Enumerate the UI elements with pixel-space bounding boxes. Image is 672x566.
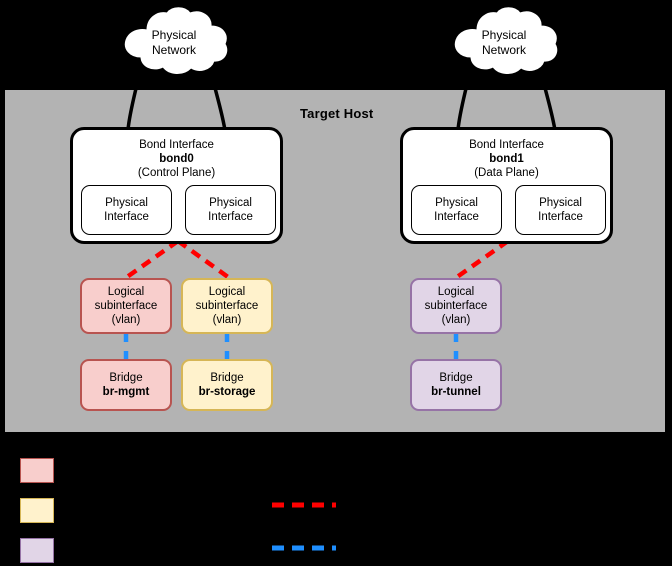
vlan-storage-line2: subinterface — [195, 300, 259, 312]
vlan-storage-line1: Logical — [208, 286, 246, 298]
vlan-storage-line3: (vlan) — [212, 314, 242, 326]
physical-network-cloud-right: Physical Network — [447, 6, 561, 78]
cloud-shape-icon — [454, 7, 558, 74]
bridge-br-storage: Bridge br-storage — [181, 359, 273, 411]
cloud-left-line2: Network — [151, 43, 196, 57]
legend-swatch-mgmt — [20, 458, 54, 483]
bridge-br-tunnel: Bridge br-tunnel — [410, 359, 502, 411]
logical-subinterface-vlan-storage: Logical subinterface (vlan) — [181, 278, 273, 334]
bond0-title-block: Bond Interface bond0 (Control Plane) — [73, 138, 280, 180]
bond1-role: (Data Plane) — [474, 167, 539, 179]
bond0-phy2-line2: Interface — [208, 211, 253, 223]
bond0-physical-interface-2: Physical Interface — [185, 185, 276, 235]
bond-interface-bond0: Bond Interface bond0 (Control Plane) Phy… — [70, 127, 283, 244]
bond0-phy2-line1: Physical — [209, 197, 252, 209]
br-mgmt-line1: Bridge — [109, 372, 143, 384]
legend-swatch-storage — [20, 498, 54, 523]
br-tunnel-line1: Bridge — [439, 372, 473, 384]
bond0-name: bond0 — [159, 153, 194, 165]
bond0-role: (Control Plane) — [137, 167, 216, 179]
vlan-tunnel-line3: (vlan) — [441, 314, 471, 326]
vlan-tunnel-line2: subinterface — [424, 300, 488, 312]
br-storage-name: br-storage — [198, 386, 256, 398]
cloud-right-line1: Physical — [481, 28, 527, 42]
bridge-br-mgmt: Bridge br-mgmt — [80, 359, 172, 411]
cloud-left-line1: Physical — [151, 28, 197, 42]
legend-swatch-tunnel — [20, 538, 54, 563]
bond1-physical-interface-2: Physical Interface — [515, 185, 606, 235]
bond1-physical-interface-1: Physical Interface — [411, 185, 502, 235]
logical-subinterface-vlan-mgmt: Logical subinterface (vlan) — [80, 278, 172, 334]
cloud-right-label: Physical Network — [447, 28, 561, 58]
vlan-mgmt-line2: subinterface — [94, 300, 158, 312]
br-storage-line1: Bridge — [210, 372, 244, 384]
bond-interface-bond1: Bond Interface bond1 (Data Plane) Physic… — [400, 127, 613, 244]
target-host-label: Target Host — [300, 106, 374, 121]
bond1-title-block: Bond Interface bond1 (Data Plane) — [403, 138, 610, 180]
vlan-mgmt-line3: (vlan) — [111, 314, 141, 326]
vlan-mgmt-line1: Logical — [107, 286, 145, 298]
bond0-physical-interface-1: Physical Interface — [81, 185, 172, 235]
bond1-name: bond1 — [489, 153, 524, 165]
bond1-phy2-line2: Interface — [538, 211, 583, 223]
physical-network-cloud-left: Physical Network — [117, 6, 231, 78]
cloud-left-label: Physical Network — [117, 28, 231, 58]
br-mgmt-name: br-mgmt — [102, 386, 150, 398]
cloud-shape-icon — [124, 7, 228, 74]
bond1-title: Bond Interface — [469, 139, 544, 151]
bond0-title: Bond Interface — [139, 139, 214, 151]
logical-subinterface-vlan-tunnel: Logical subinterface (vlan) — [410, 278, 502, 334]
bond1-phy2-line1: Physical — [539, 197, 582, 209]
bond0-phy1-line1: Physical — [105, 197, 148, 209]
br-tunnel-name: br-tunnel — [431, 386, 481, 398]
bond0-phy1-line2: Interface — [104, 211, 149, 223]
bond1-phy1-line1: Physical — [435, 197, 478, 209]
vlan-tunnel-line1: Logical — [437, 286, 475, 298]
cloud-right-line2: Network — [481, 43, 526, 57]
bond1-phy1-line2: Interface — [434, 211, 479, 223]
